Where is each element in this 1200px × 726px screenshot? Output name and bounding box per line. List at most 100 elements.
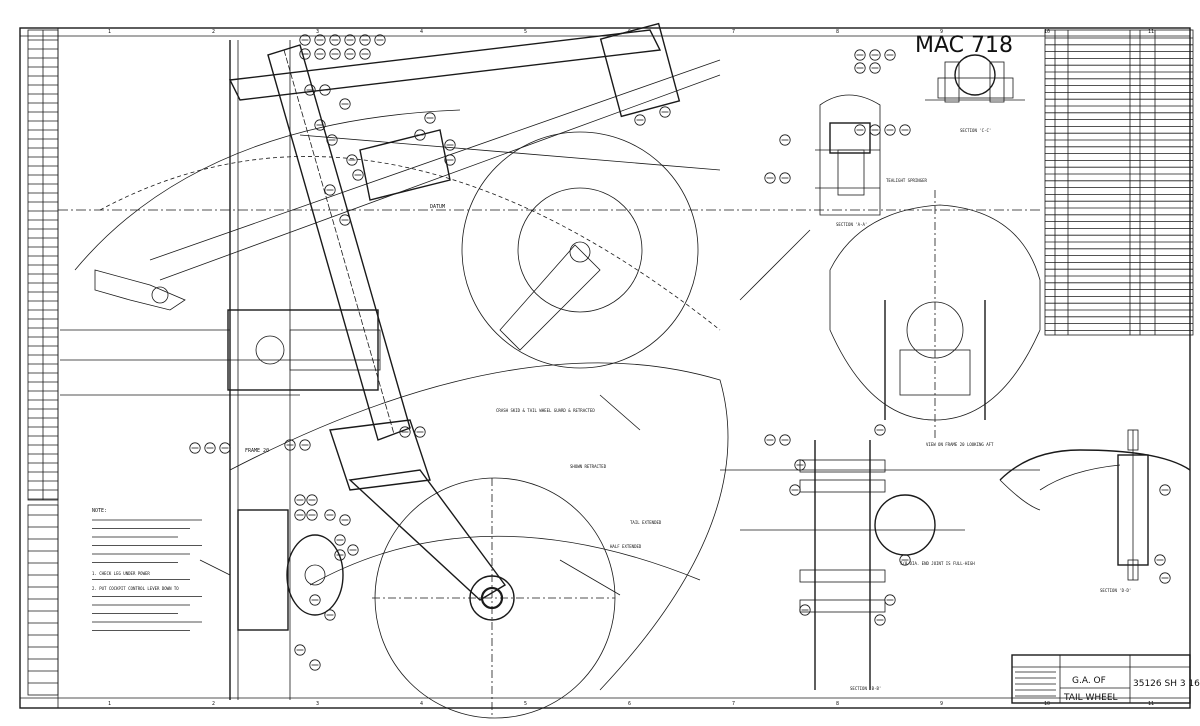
tail-wheel-extended bbox=[372, 477, 616, 719]
item-balloon bbox=[779, 434, 791, 446]
item-balloon bbox=[334, 534, 346, 546]
item-balloon bbox=[874, 424, 886, 436]
section-dd-label: SECTION 'D-D' bbox=[1100, 588, 1131, 593]
item-balloon bbox=[344, 34, 356, 46]
notes-heading: NOTE: bbox=[92, 508, 107, 514]
item-balloon bbox=[324, 609, 336, 621]
column-number: 1 bbox=[108, 701, 111, 707]
item-balloon bbox=[326, 134, 338, 146]
column-number: 2 bbox=[212, 29, 215, 35]
item-balloon bbox=[314, 48, 326, 60]
column-number: 9 bbox=[940, 29, 943, 35]
column-number: 2 bbox=[212, 701, 215, 707]
item-balloon bbox=[189, 442, 201, 454]
annotation-tealight-springer: TEALIGHT SPRINGER bbox=[886, 178, 928, 183]
revision-strip-left bbox=[27, 29, 59, 696]
annotation-tail-extended: TAIL EXTENDED bbox=[630, 520, 662, 525]
item-balloon bbox=[399, 426, 411, 438]
item-balloon bbox=[324, 184, 336, 196]
sheet-border bbox=[19, 27, 1191, 709]
item-balloon bbox=[284, 439, 296, 451]
annotation-end-joint: 7/8 DIA. END JOINT IS FULL-HIGH bbox=[900, 561, 975, 566]
column-number: 3 bbox=[316, 29, 319, 35]
item-balloon bbox=[329, 34, 341, 46]
item-balloon bbox=[424, 112, 436, 124]
item-balloon bbox=[314, 119, 326, 131]
title-line-2: TAIL WHEEL bbox=[1063, 693, 1118, 703]
annotation-retracted: SHOWN RETRACTED bbox=[570, 464, 607, 469]
item-balloon bbox=[314, 34, 326, 46]
annotation-half-extended: HALF EXTENDED bbox=[610, 544, 642, 549]
item-balloon bbox=[359, 34, 371, 46]
section-bb-view: SECTION 'B-B' 7/8 DIA. END JOINT IS FULL… bbox=[720, 440, 1040, 691]
item-balloon bbox=[319, 84, 331, 96]
item-balloon bbox=[347, 544, 359, 556]
item-balloon bbox=[854, 49, 866, 61]
column-number: 5 bbox=[524, 29, 527, 35]
column-number: 10 bbox=[1044, 701, 1050, 707]
item-balloon bbox=[764, 172, 776, 184]
item-balloon bbox=[659, 106, 671, 118]
column-number: 9 bbox=[940, 701, 943, 707]
item-balloon bbox=[884, 49, 896, 61]
section-aa-view: SECTION 'A-A' TEALIGHT SPRINGER bbox=[815, 94, 928, 227]
item-balloon bbox=[346, 154, 358, 166]
item-balloon bbox=[359, 48, 371, 60]
item-callouts bbox=[189, 34, 1171, 671]
item-balloon bbox=[294, 509, 306, 521]
datum-label: DATUM bbox=[430, 204, 445, 210]
retraction-jack bbox=[149, 22, 721, 281]
section-aa-label: SECTION 'A-A' bbox=[836, 222, 867, 227]
view-on-frame-20: VIEW ON FRAME 20 LOOKING AFT bbox=[829, 190, 1041, 447]
drawing-number: 35126 SH 3 16 bbox=[1133, 679, 1200, 689]
left-lever bbox=[60, 269, 230, 331]
item-balloon bbox=[414, 426, 426, 438]
column-number: 6 bbox=[628, 701, 631, 707]
item-balloon bbox=[874, 614, 886, 626]
annotation-crash-skid: CRASH SKID & TAIL WHEEL GUARD & RETRACTE… bbox=[496, 408, 595, 413]
tail-wheel-retracted bbox=[461, 131, 699, 369]
column-number: 7 bbox=[732, 29, 735, 35]
note-check-2: 2. PUT COCKPIT CONTROL LEVER DOWN TO bbox=[92, 586, 179, 591]
item-balloon bbox=[779, 134, 791, 146]
item-balloon bbox=[309, 659, 321, 671]
item-balloon bbox=[299, 48, 311, 60]
column-number: 11 bbox=[1148, 29, 1154, 35]
column-number: 4 bbox=[420, 701, 423, 707]
column-number: 11 bbox=[1148, 701, 1154, 707]
swing-envelope bbox=[74, 109, 729, 691]
item-balloon bbox=[324, 509, 336, 521]
parts-list-table bbox=[1044, 29, 1194, 336]
item-balloon bbox=[299, 34, 311, 46]
item-balloon bbox=[339, 98, 351, 110]
item-balloon bbox=[869, 49, 881, 61]
item-balloon bbox=[309, 594, 321, 606]
column-number: 10 bbox=[1044, 29, 1050, 35]
item-balloon bbox=[352, 169, 364, 181]
section-dd-view: SECTION 'D-D' bbox=[999, 429, 1191, 593]
item-balloon bbox=[899, 124, 911, 136]
item-balloon bbox=[306, 494, 318, 506]
item-balloon bbox=[854, 62, 866, 74]
frame-20: FRAME 20 bbox=[229, 40, 291, 700]
crash-skid-bracket bbox=[237, 509, 344, 631]
dimension-leaders bbox=[199, 229, 811, 596]
item-balloon bbox=[444, 139, 456, 151]
item-balloon bbox=[884, 124, 896, 136]
datum-line: DATUM bbox=[58, 204, 1040, 211]
item-balloon bbox=[219, 442, 231, 454]
item-balloon bbox=[339, 514, 351, 526]
note-check-1: 1. CHECK LEG UNDER POWER bbox=[92, 571, 150, 576]
item-balloon bbox=[869, 62, 881, 74]
item-balloon bbox=[764, 434, 776, 446]
item-balloon bbox=[294, 644, 306, 656]
item-balloon bbox=[306, 509, 318, 521]
section-bb-label: SECTION 'B-B' bbox=[850, 686, 881, 691]
item-balloon bbox=[204, 442, 216, 454]
item-balloon bbox=[374, 34, 386, 46]
frame-20-label: FRAME 20 bbox=[245, 448, 269, 454]
view-frame-20-label: VIEW ON FRAME 20 LOOKING AFT bbox=[926, 442, 994, 447]
column-number: 4 bbox=[420, 29, 423, 35]
